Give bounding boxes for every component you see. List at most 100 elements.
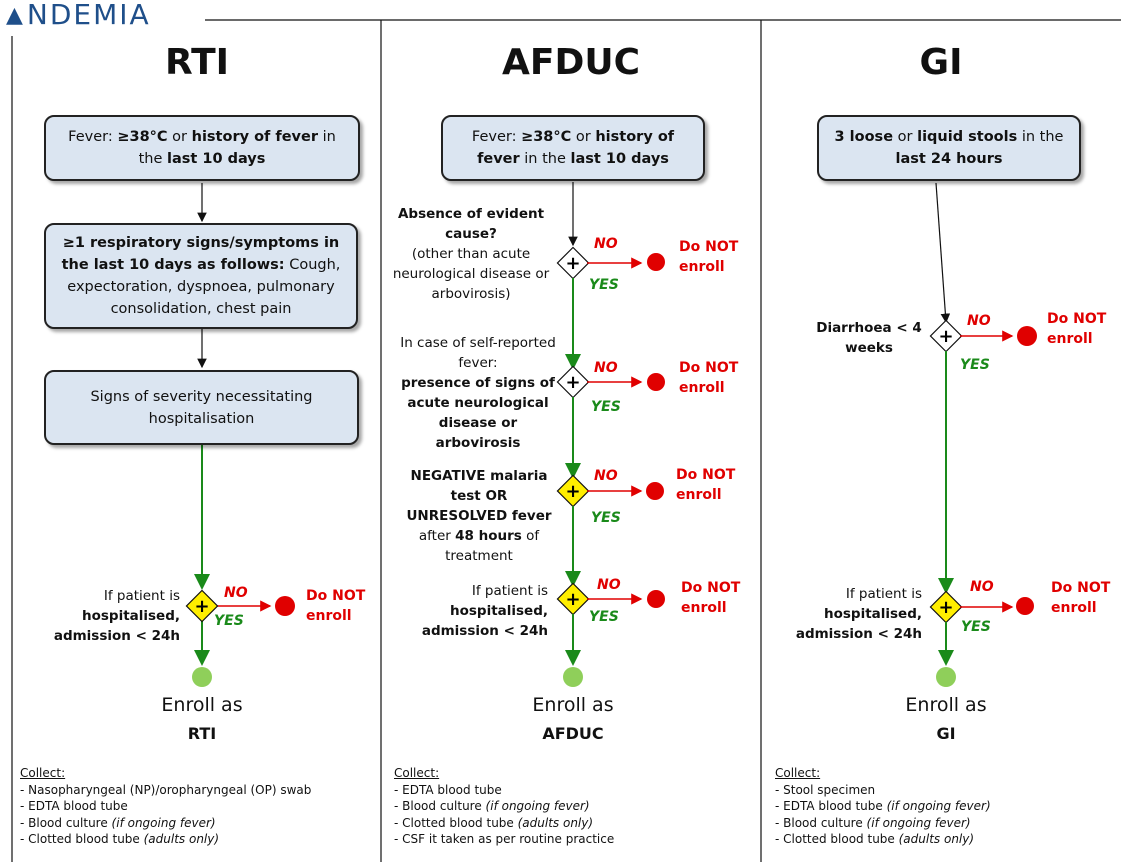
afduc-do-not-enroll-2: Do NOT enroll <box>679 358 738 398</box>
logo: ▲NDEMIA <box>6 0 151 31</box>
text-span: or <box>571 129 596 145</box>
text-span: Collect: <box>775 766 821 780</box>
afduc-title: AFDUC <box>502 42 640 83</box>
afduc-yes-label-3: YES <box>591 510 621 526</box>
list-item: - Blood culture (if ongoing fever) <box>20 815 376 832</box>
afduc-enroll-as: Enroll as <box>532 694 614 716</box>
list-item: - Stool specimen <box>775 782 1115 799</box>
text-span: Do NOT <box>679 239 739 255</box>
text-span: If patient is <box>471 583 548 599</box>
text-span: hospitalised, <box>823 606 922 622</box>
rti-collect-list: Collect: - Nasopharyngeal (NP)/oropharyn… <box>20 765 376 848</box>
rti-hospitalised-criterion: If patient is hospitalised, admission < … <box>20 586 180 646</box>
text-span: Diarrhoea < 4 weeks <box>816 320 922 356</box>
list-item: - EDTA blood tube <box>394 782 754 799</box>
text-span: 48 hours <box>455 528 522 544</box>
afduc-yes-label-2: YES <box>591 399 621 415</box>
text-span: ≥38°C <box>521 129 572 145</box>
text-span: - EDTA blood tube <box>394 782 502 797</box>
text-span: enroll <box>679 259 725 275</box>
afduc-yes-label-4: YES <box>589 609 619 625</box>
text-span: ≥38°C <box>117 129 168 145</box>
gi-no-label-2: NO <box>970 579 994 595</box>
text-span: Do NOT <box>306 588 366 604</box>
text-span: admission < 24h <box>421 623 548 639</box>
list-item: - Clotted blood tube (adults only) <box>20 831 376 848</box>
list-item: - EDTA blood tube (if ongoing fever) <box>775 798 1115 815</box>
svg-text:+: + <box>938 597 953 618</box>
afduc-hospitalised-criterion: If patient is hospitalised, admission < … <box>388 581 548 641</box>
gi-enroll-label: GI <box>936 724 956 743</box>
text-span: - Blood culture <box>20 815 112 830</box>
text-span: - EDTA blood tube <box>20 799 128 813</box>
text-span: or <box>893 129 918 145</box>
gi-collect-list: Collect: - Stool specimen - EDTA blood t… <box>775 765 1115 848</box>
gi-yes-label-1: YES <box>960 357 990 373</box>
rti-enroll-as: Enroll as <box>161 694 243 716</box>
afduc-fever-box: Fever: ≥38°C or history of fever in the … <box>441 115 705 181</box>
rti-fever-box: Fever: ≥38°C or history of fever in the … <box>44 115 360 181</box>
rti-enroll-label: RTI <box>187 724 217 743</box>
text-span: - Blood culture <box>394 799 486 813</box>
text-span: (if ongoing fever) <box>111 815 216 830</box>
text-span: in the <box>1017 129 1064 145</box>
text-span: enroll <box>1047 331 1093 347</box>
gi-no-label-1: NO <box>967 313 991 329</box>
text-span: Fever: <box>471 129 522 145</box>
list-item: - Clotted blood tube (adults only) <box>394 815 754 832</box>
text-span: Fever: <box>68 129 118 145</box>
text-span: last 24 hours <box>895 151 1003 167</box>
svg-text:+: + <box>565 372 580 393</box>
rti-severity-box: Signs of severity necessitating hospital… <box>44 370 359 445</box>
text-span: Cough, expectoration, dyspnoea, pulmonar… <box>67 257 341 317</box>
afduc-absence-criterion: Absence of evident cause? (other than ac… <box>388 204 554 304</box>
text-span: liquid stools <box>917 129 1018 145</box>
svg-text:+: + <box>938 326 953 347</box>
text-span: history of fever <box>477 129 675 167</box>
text-span: after <box>418 528 456 544</box>
text-span: - Clotted blood tube <box>775 832 899 846</box>
text-span: - Nasopharyngeal (NP)/oropharyngeal (OP)… <box>20 782 312 797</box>
afduc-self-reported-criterion: In case of self-reported fever: presence… <box>398 333 558 453</box>
text-span: Do NOT <box>679 360 739 376</box>
text-span: (other than acute neurological disease o… <box>392 246 550 302</box>
text-span: 3 loose <box>834 129 894 145</box>
rti-title: RTI <box>164 42 230 83</box>
rti-yes-label: YES <box>214 613 244 629</box>
afduc-collect-list: Collect: - EDTA blood tube - Blood cultu… <box>394 765 754 848</box>
text-span: If patient is <box>103 588 180 604</box>
text-span: Do NOT <box>681 580 741 596</box>
text-span: enroll <box>679 380 725 396</box>
text-span: Do NOT <box>1047 311 1107 327</box>
text-span: NEGATIVE malaria test OR UNRESOLVED feve… <box>406 468 552 524</box>
gi-title: GI <box>919 42 963 83</box>
text-span: enroll <box>1051 600 1097 616</box>
text-span: Do NOT <box>1051 580 1111 596</box>
text-span: - Clotted blood tube <box>394 815 518 830</box>
text-span: hospitalised, <box>449 603 548 619</box>
logo-triangle-icon: ▲ <box>6 3 25 28</box>
svg-text:+: + <box>565 589 580 610</box>
text-span: In case of self-reported fever: <box>400 335 556 371</box>
text-span: last 10 days <box>570 151 669 167</box>
text-span: admission < 24h <box>795 626 922 642</box>
afduc-malaria-criterion: NEGATIVE malaria test OR UNRESOLVED feve… <box>403 466 555 566</box>
afduc-no-label-2: NO <box>594 360 618 376</box>
rti-respiratory-box: ≥1 respiratory signs/symptoms in the las… <box>44 223 358 329</box>
afduc-yes-label-1: YES <box>589 277 619 293</box>
text-span: - Blood culture <box>775 815 867 830</box>
gi-enroll-as: Enroll as <box>905 694 987 716</box>
afduc-enroll-label: AFDUC <box>542 724 604 743</box>
svg-text:+: + <box>565 481 580 502</box>
text-span: - Clotted blood tube <box>20 832 144 846</box>
gi-do-not-enroll-2: Do NOT enroll <box>1051 578 1110 618</box>
gi-yes-label-2: YES <box>961 619 991 635</box>
text-span: or <box>167 129 192 145</box>
text-span: (adults only) <box>898 832 975 846</box>
list-item: - Clotted blood tube (adults only) <box>775 831 1115 848</box>
gi-hospitalised-criterion: If patient is hospitalised, admission < … <box>762 584 922 644</box>
text-span: Collect: <box>394 766 440 780</box>
text-span: Absence of evident cause? <box>397 206 545 242</box>
